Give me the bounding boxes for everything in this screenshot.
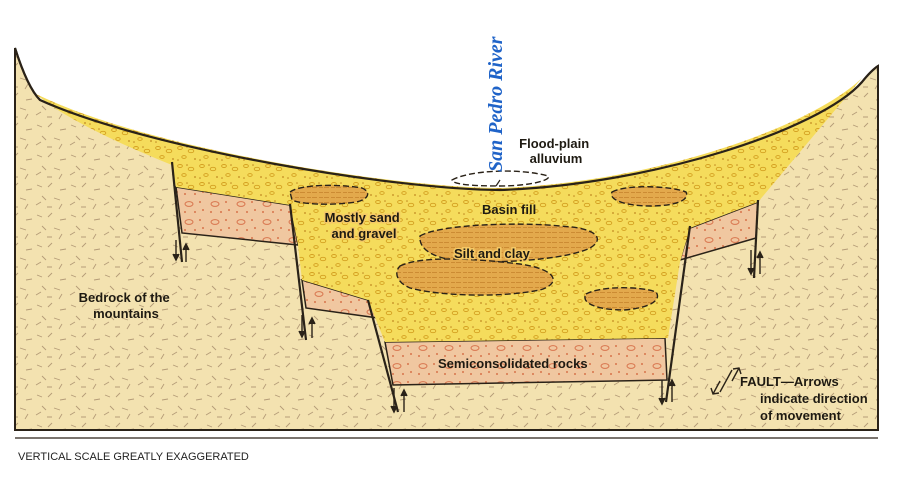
- sand-gravel-label: Mostly sand and gravel: [325, 210, 404, 241]
- basin-fill-label: Basin fill: [482, 202, 536, 217]
- scale-note: VERTICAL SCALE GREATLY EXAGGERATED: [18, 451, 249, 463]
- floodplain-label: Flood-plain alluvium: [519, 136, 593, 166]
- fault-legend: FAULT—Arrows indicate direction of movem…: [710, 367, 871, 423]
- ground-surface: [13, 47, 879, 192]
- fault-right-1: [664, 225, 692, 403]
- silt-clay-label: Silt and clay: [454, 246, 531, 261]
- silt-lens-right-lower: [584, 287, 659, 311]
- fault-arrow-icon: [710, 367, 742, 395]
- river-label: San Pedro River: [485, 36, 507, 172]
- semiconsolidated-label: Semiconsolidated rocks: [438, 356, 588, 371]
- fault-right-2: [752, 199, 760, 279]
- basin-fill: [36, 78, 862, 342]
- silt-lens-lower: [396, 258, 554, 296]
- fault-arrow-icon: [172, 240, 764, 414]
- silt-lens-right-upper: [610, 186, 688, 207]
- floodplain-pointer: [495, 179, 501, 187]
- floodplain-alluvium-lens: [451, 170, 550, 187]
- fault-center: [366, 299, 400, 413]
- svg-text:FAULT—Arrows indicate di: FAULT—Arrows indicate direction of movem…: [740, 374, 871, 423]
- fault-left-1: [170, 161, 184, 263]
- fault-left-2: [288, 203, 308, 341]
- bedrock-label: Bedrock of the mountains: [79, 290, 174, 321]
- silt-lens-left: [289, 184, 369, 205]
